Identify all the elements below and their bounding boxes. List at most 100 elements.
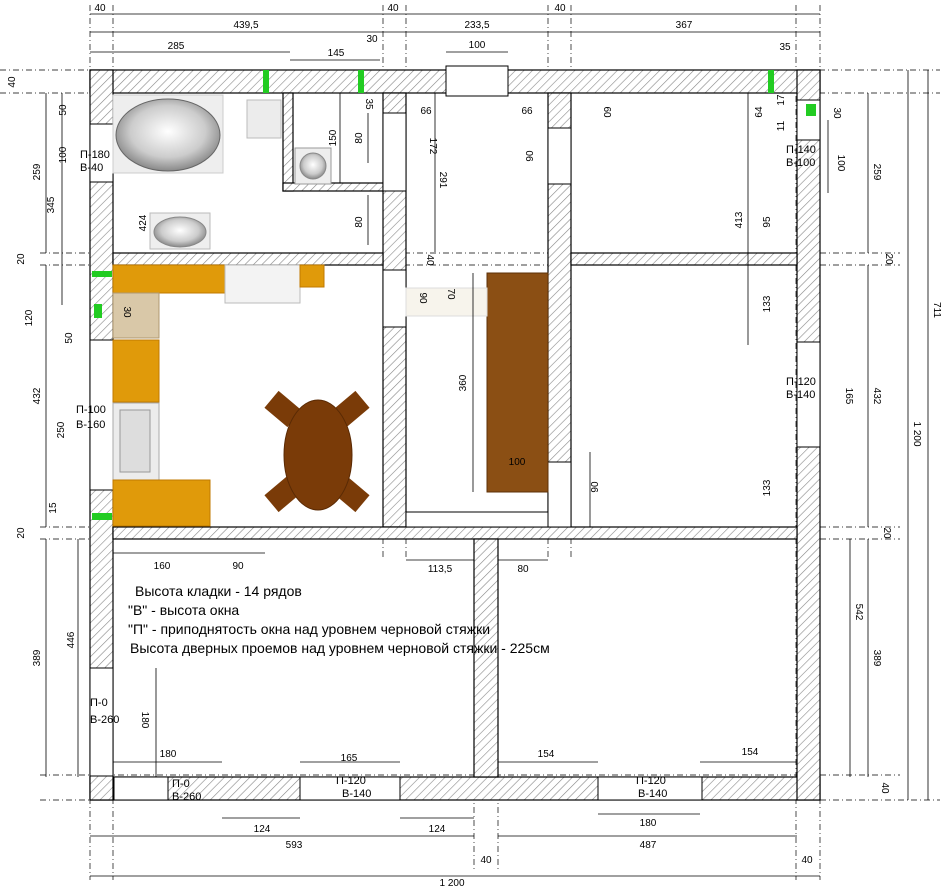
dim-label: 17 [776, 94, 787, 106]
dim-label: 40 [879, 782, 890, 794]
dim-label: 35 [363, 98, 374, 110]
window-label-v: В-100 [786, 157, 815, 169]
toilet-icon [299, 152, 327, 180]
dim-label: 90 [525, 150, 536, 162]
dim-label: 424 [138, 214, 149, 231]
dim-label: 367 [676, 20, 693, 31]
dim-label: 285 [168, 41, 185, 52]
dim-label: 40 [94, 3, 106, 14]
dim-label: 30 [121, 306, 132, 318]
dim-label: 30 [831, 107, 842, 119]
dim-label: 100 [509, 457, 526, 468]
dim-label: 15 [48, 502, 59, 514]
dim-label: 542 [853, 604, 864, 621]
dim-label: 413 [734, 211, 745, 228]
openings [89, 65, 821, 801]
dim-label: 1 200 [911, 421, 922, 446]
sink-icon [153, 216, 207, 248]
dim-label: 259 [871, 164, 882, 181]
dimension-lines [45, 13, 929, 877]
window-label-p: П-100 [76, 404, 106, 416]
green-window-marker [806, 104, 816, 116]
note-line: Высота кладки - 14 рядов [135, 583, 302, 599]
dim-label: 160 [154, 561, 171, 572]
walls [89, 69, 821, 801]
dim-label: 360 [458, 374, 469, 391]
dim-label: 165 [843, 388, 854, 405]
dim-label: 120 [24, 309, 35, 326]
dim-label: 154 [742, 747, 759, 758]
green-window-marker [92, 513, 112, 520]
window-label-p: П-180 [80, 149, 110, 161]
dim-label: 64 [754, 106, 765, 118]
right-dimension-labels: 64 17 30 11 100 259 413 95 133 711 165 4… [601, 94, 942, 794]
green-window-marker [94, 304, 102, 318]
dim-label: 50 [64, 332, 75, 344]
dim-label: 40 [387, 3, 399, 14]
window-label-v: В-140 [638, 788, 667, 800]
dim-label: 389 [32, 649, 43, 666]
window-label-v: В-260 [172, 791, 201, 803]
staircase [405, 272, 549, 493]
dim-label: 250 [56, 421, 67, 438]
dim-label: 80 [517, 564, 529, 575]
dim-label: 20 [881, 527, 892, 539]
dining-table-icon [264, 390, 370, 513]
window-label-p: П-0 [172, 778, 190, 790]
bottom-dimension-labels: 593 40 487 40 1 200 124 124 180 [254, 818, 813, 889]
dim-label: 20 [16, 253, 27, 265]
dim-label: 40 [480, 855, 492, 866]
dim-label: 11 [776, 120, 787, 131]
bathtub-icon [115, 98, 221, 172]
window-labels: П-180 В-40 П-140 В-100 П-100 В-160 П-120… [76, 144, 816, 803]
dim-label: 133 [762, 479, 773, 496]
dim-label: 100 [469, 40, 486, 51]
dim-label: 180 [640, 818, 657, 829]
green-window-marker [263, 70, 269, 93]
dim-label: 90 [590, 481, 601, 493]
inner-dimension-labels: 35 66 66 150 80 172 291 80 90 40 90 70 3… [121, 98, 759, 764]
dim-label: 100 [58, 146, 69, 163]
dim-label: 90 [232, 561, 244, 572]
window-label-v: В-140 [786, 389, 815, 401]
dim-label: 432 [32, 387, 43, 404]
dim-label: 20 [883, 253, 894, 265]
dim-label: 259 [32, 163, 43, 180]
dim-label: 80 [354, 132, 365, 144]
dim-label: 150 [328, 129, 339, 146]
dim-label: 432 [871, 388, 882, 405]
dim-label: 1 200 [439, 878, 464, 889]
dim-label: 711 [931, 302, 942, 318]
dim-label: 80 [354, 216, 365, 228]
window-label-v: В-140 [342, 788, 371, 800]
dim-label: 20 [16, 527, 27, 539]
dim-label: 180 [160, 749, 177, 760]
dim-label: 66 [521, 106, 533, 117]
dim-label: 172 [427, 138, 438, 155]
window-label-p: П-140 [786, 144, 816, 156]
dim-label: 35 [779, 42, 791, 53]
dim-label: 50 [58, 104, 69, 116]
window-label-p: П-120 [636, 775, 666, 787]
dim-label: 66 [420, 106, 432, 117]
note-line: "П" - приподнятость окна над уровнем чер… [128, 621, 490, 637]
left-dimension-labels: 40 50 100 259 345 424 20 120 50 432 250 … [7, 76, 150, 729]
dim-label: 165 [341, 753, 358, 764]
legend-notes: Высота кладки - 14 рядов "В" - высота ок… [128, 583, 550, 656]
note-line: Высота дверных проемов над уровнем черно… [130, 640, 550, 656]
top-dimension-labels: 40 439,5 40 233,5 40 367 285 145 30 100 … [94, 3, 791, 59]
kitchen [112, 264, 370, 527]
dim-label: 100 [835, 155, 846, 172]
dim-label: 30 [366, 34, 378, 45]
dim-label: 40 [424, 254, 435, 266]
dim-label: 389 [871, 650, 882, 667]
window-label-p: П-120 [786, 376, 816, 388]
window-label-v: В-260 [90, 714, 119, 726]
dim-label: 124 [254, 824, 271, 835]
window-label-v: В-40 [80, 162, 103, 174]
dim-label: 487 [640, 840, 657, 851]
dim-label: 145 [328, 48, 345, 59]
dim-label: 291 [437, 172, 448, 189]
dim-label: 124 [429, 824, 446, 835]
